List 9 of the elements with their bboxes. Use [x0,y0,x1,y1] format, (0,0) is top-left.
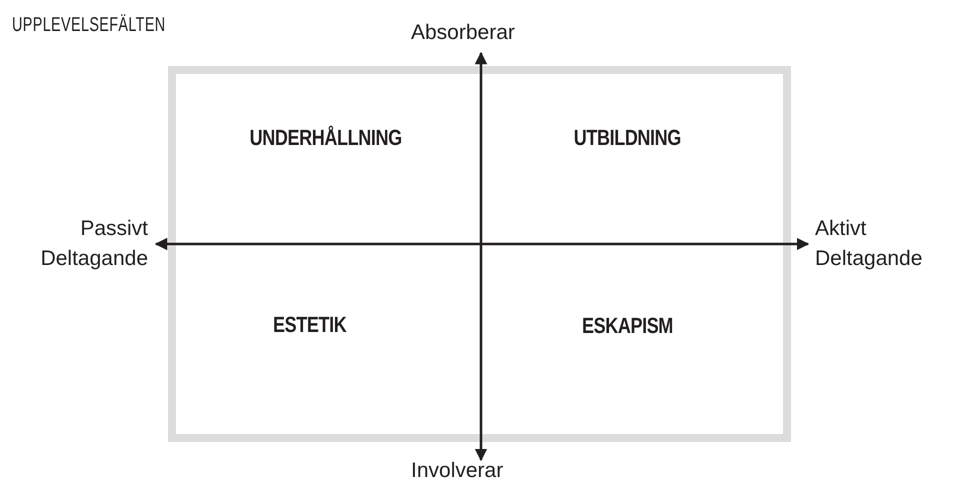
axis-label: Aktivt Deltagande [815,216,924,272]
axis-label: Absorberar [411,20,516,46]
quadrant-label: UNDERHÅLLNING [249,125,402,151]
quadrant-label: ESTETIK [272,312,346,338]
title: UPPLEVELSEFÄLTEN [12,14,166,37]
quadrant-label: ESKAPISM [581,313,672,339]
quadrant-label: UTBILDNING [573,125,680,151]
axis-label: Involverar [411,458,504,484]
axis-label: Passivt Deltagande [40,216,148,272]
